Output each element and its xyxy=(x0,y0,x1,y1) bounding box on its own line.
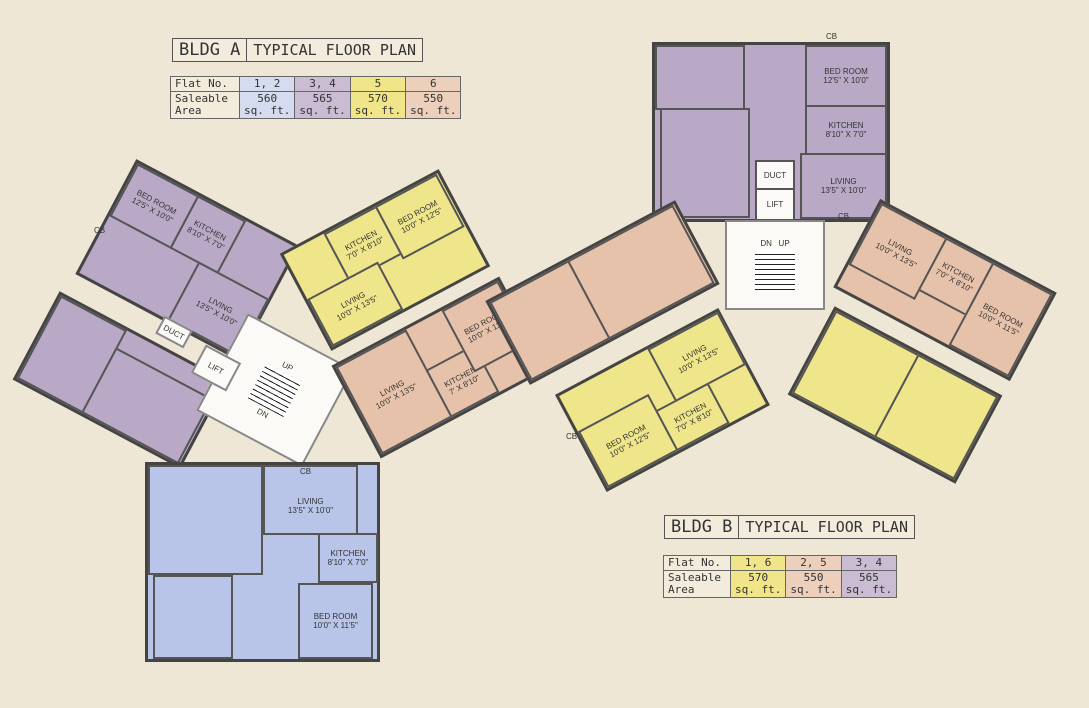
bldg-a-label: BLDG A xyxy=(173,39,248,61)
room-label: 13'5" X 10'0" xyxy=(820,186,867,195)
room-label: 13'5" X 10'0" xyxy=(287,506,334,515)
flat-no-cell: 3, 4 xyxy=(294,76,351,92)
bldg-b-subtitle: TYPICAL FLOOR PLAN xyxy=(745,518,908,536)
area-value: 570 xyxy=(367,92,388,105)
duct: DUCT xyxy=(755,160,795,190)
area-unit: sq. ft. xyxy=(845,583,893,596)
cupboard-label: CB xyxy=(838,212,850,221)
room-label: KITCHEN xyxy=(330,549,366,558)
area-value: 560 xyxy=(257,92,278,105)
area-unit: sq. ft. xyxy=(299,104,346,117)
area-unit: sq. ft. xyxy=(410,104,457,117)
room-label: 8'10" X 7'0" xyxy=(825,130,867,139)
saleable-area-header: Saleable Area xyxy=(170,91,240,119)
flat-no-cell: 2, 5 xyxy=(785,555,842,571)
room-label: DUCT xyxy=(763,170,787,180)
flat-no-header: Flat No. xyxy=(663,555,731,571)
cupboard-label: CB xyxy=(300,467,312,476)
area-value: 550 xyxy=(803,571,824,584)
stair-labels: DN UP xyxy=(760,239,789,248)
flat-no-cell: 3, 4 xyxy=(840,555,898,571)
area-value: 565 xyxy=(312,92,333,105)
room-label: DUCT xyxy=(162,322,186,342)
room-label: BED ROOM xyxy=(313,612,358,621)
room-label: 12'5" X 10'0" xyxy=(823,76,869,85)
saleable-area-header: Saleable Area xyxy=(663,570,731,598)
room-label: 8'10" X 7'0" xyxy=(327,558,369,567)
living-left xyxy=(148,465,263,575)
area-value: 570 xyxy=(748,571,769,584)
bedroom-left xyxy=(655,45,745,110)
up-label: UP xyxy=(778,238,790,248)
area-value: 565 xyxy=(858,571,879,584)
lift: LIFT xyxy=(755,188,795,221)
flat-no-cell: 1, 6 xyxy=(729,555,787,571)
room-label: LIFT xyxy=(206,360,226,376)
area-unit: sq. ft. xyxy=(354,104,402,117)
area-unit: sq. ft. xyxy=(244,104,291,117)
flat-no-cell: 6 xyxy=(405,76,462,92)
flat-no-cell: 5 xyxy=(349,76,407,92)
room-label: KITCHEN xyxy=(828,121,864,130)
cupboard-label: CB xyxy=(94,226,106,235)
cupboard-label: CB xyxy=(826,32,838,41)
living-left xyxy=(660,108,750,218)
area-unit: sq. ft. xyxy=(735,583,782,596)
bldg-b-title: BLDG B TYPICAL FLOOR PLAN xyxy=(664,515,915,539)
room-label: LIVING xyxy=(297,497,324,506)
room-label: LIVING xyxy=(830,177,857,186)
bldg-b-label: BLDG B xyxy=(665,516,740,538)
bedroom-left xyxy=(153,575,233,659)
bldg-a-title: BLDG A TYPICAL FLOOR PLAN xyxy=(172,38,423,62)
staircase xyxy=(755,249,795,290)
flat-no-cell: 1, 2 xyxy=(238,76,296,92)
bldg-a-subtitle: TYPICAL FLOOR PLAN xyxy=(253,41,416,59)
room-label: 10'0" X 11'5" xyxy=(313,621,358,630)
bldg-b-stair-core: DN UP xyxy=(725,220,825,310)
staircase xyxy=(247,362,303,418)
area-value: 550 xyxy=(423,92,444,105)
area-unit: sq. ft. xyxy=(790,583,837,596)
cupboard-label: CB xyxy=(566,432,578,441)
flat-no-header: Flat No. xyxy=(170,76,240,92)
room-label: BED ROOM xyxy=(824,67,868,76)
down-label: DN xyxy=(760,238,772,248)
room-label: LIFT xyxy=(766,200,784,209)
